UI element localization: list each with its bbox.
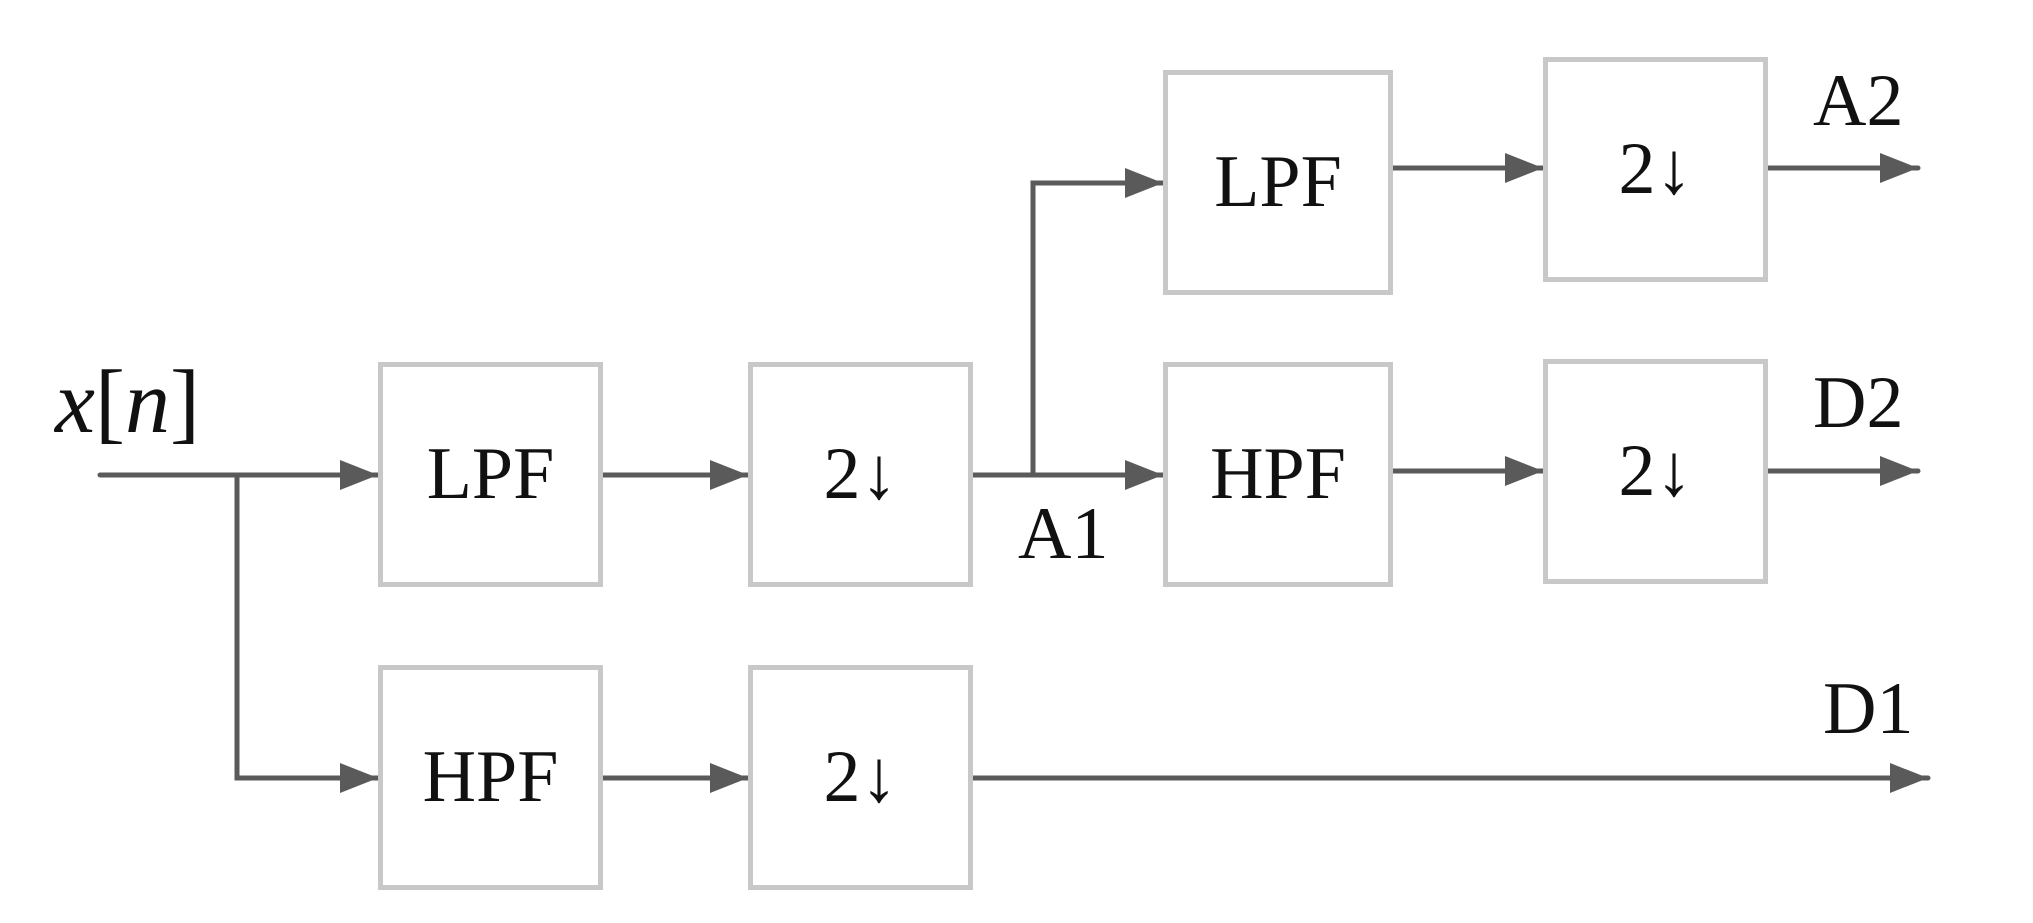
downsample1-d-block: 2↓ xyxy=(748,665,973,890)
arrowhead-hpf2 xyxy=(1125,460,1163,490)
hpf1-block: HPF xyxy=(378,665,603,890)
arrowhead-ds1d xyxy=(710,763,748,793)
signal-a2-label: A2 xyxy=(1813,60,1904,142)
signal-d1-label: D1 xyxy=(1823,668,1914,750)
arrowhead-a2 xyxy=(1880,153,1918,183)
arrowhead-ds2a xyxy=(1505,153,1543,183)
arrowhead-lpf2 xyxy=(1125,168,1163,198)
input-bracket-open: [ xyxy=(94,353,125,452)
downsample1-a-block: 2↓ xyxy=(748,362,973,587)
arrowhead-ds2d xyxy=(1505,456,1543,486)
wire-a1-to-lpf2 xyxy=(1030,180,1166,478)
downsample2-a-block: 2↓ xyxy=(1543,57,1768,282)
arrowhead-ds1a xyxy=(710,460,748,490)
hpf2-block: HPF xyxy=(1163,362,1393,587)
lpf2-block: LPF xyxy=(1163,70,1393,295)
input-signal-label: x[n] xyxy=(55,358,200,448)
signal-d2-label: D2 xyxy=(1813,362,1904,444)
downsample2-d-block: 2↓ xyxy=(1543,359,1768,584)
input-index: n xyxy=(124,353,170,452)
signal-a1-label: A1 xyxy=(1018,493,1109,575)
lpf1-block: LPF xyxy=(378,362,603,587)
wire-branch-to-hpf1 xyxy=(234,472,381,781)
arrowhead-d1 xyxy=(1890,763,1928,793)
input-bracket-close: ] xyxy=(169,353,200,452)
arrowhead-hpf1 xyxy=(340,763,378,793)
arrowhead-d2 xyxy=(1880,456,1918,486)
input-var: x xyxy=(55,353,95,452)
arrowhead-lpf1 xyxy=(340,460,378,490)
